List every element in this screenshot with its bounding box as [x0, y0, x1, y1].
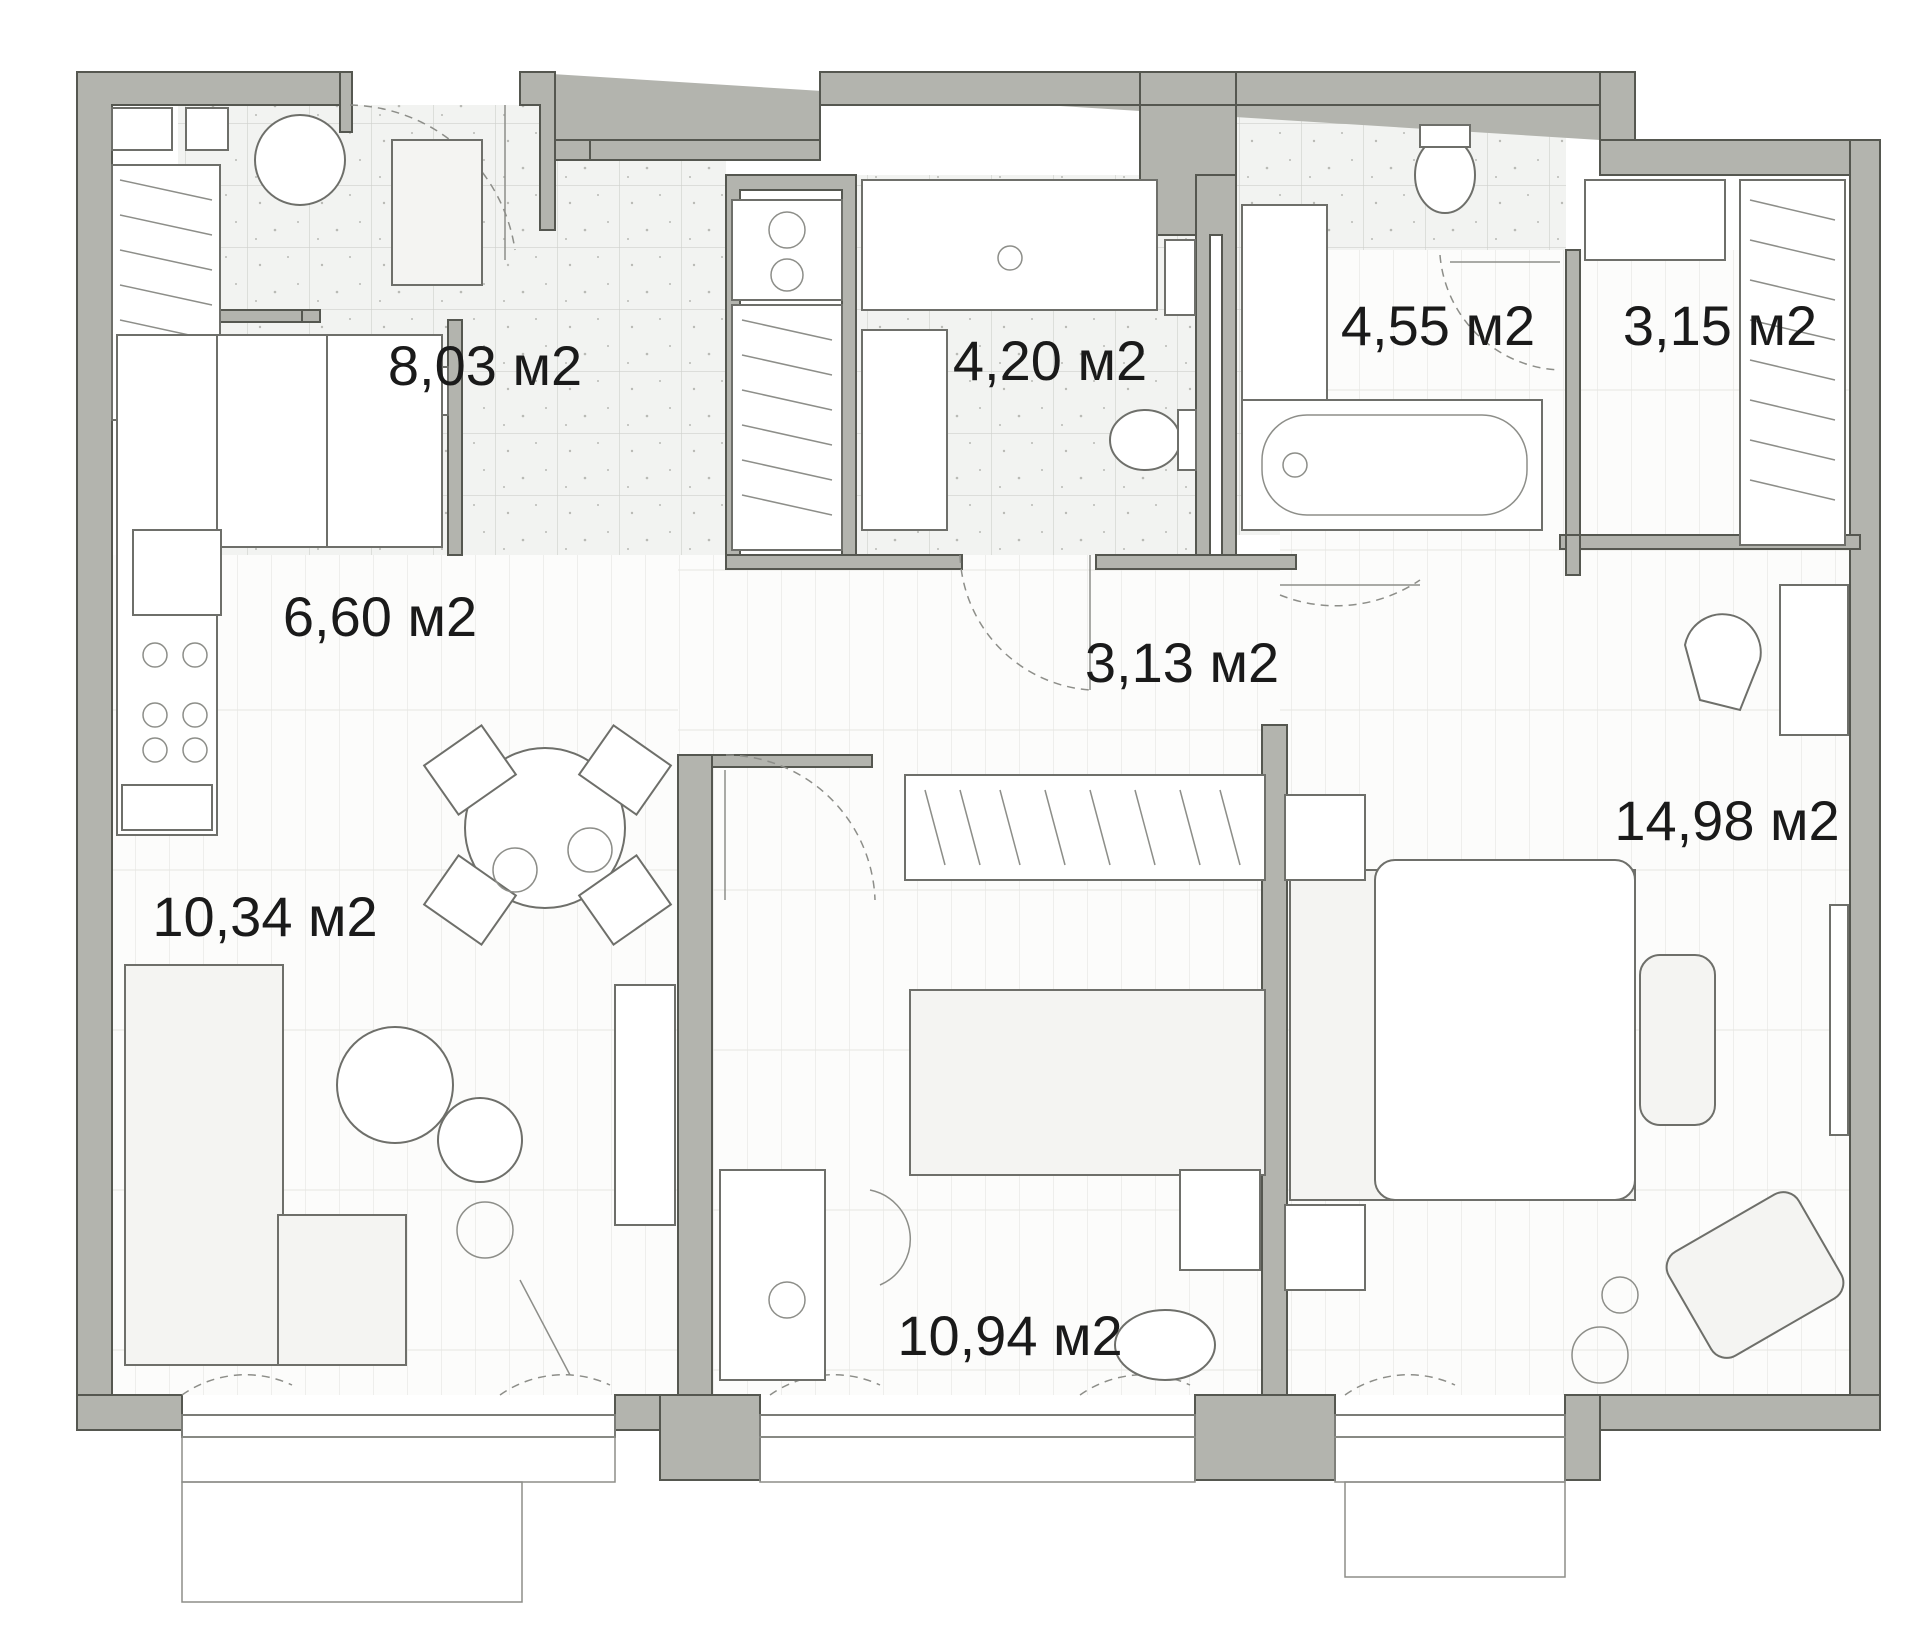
room-area-bedroom1: 14,98 м2 [1614, 789, 1839, 852]
room-area-kitchen: 6,60 м2 [283, 585, 477, 648]
walls [76, 71, 1881, 1481]
room-area-closet: 3,15 м2 [1623, 294, 1817, 357]
corridor-floor [678, 555, 1298, 755]
room-area-bedroom2: 10,94 м2 [897, 1304, 1122, 1367]
room-area-corridor: 3,13 м2 [1085, 631, 1279, 694]
room-area-bath2: 4,55 м2 [1341, 294, 1535, 357]
room-area-bath1: 4,20 м2 [953, 329, 1147, 392]
room-area-hall: 8,03 м2 [388, 334, 582, 397]
room-labels: 8,03 м2 4,20 м2 4,55 м2 3,15 м2 6,60 м2 … [152, 294, 1839, 1367]
windows [181, 1374, 1566, 1603]
room-area-living: 10,34 м2 [152, 885, 377, 948]
furniture [111, 107, 1849, 1384]
